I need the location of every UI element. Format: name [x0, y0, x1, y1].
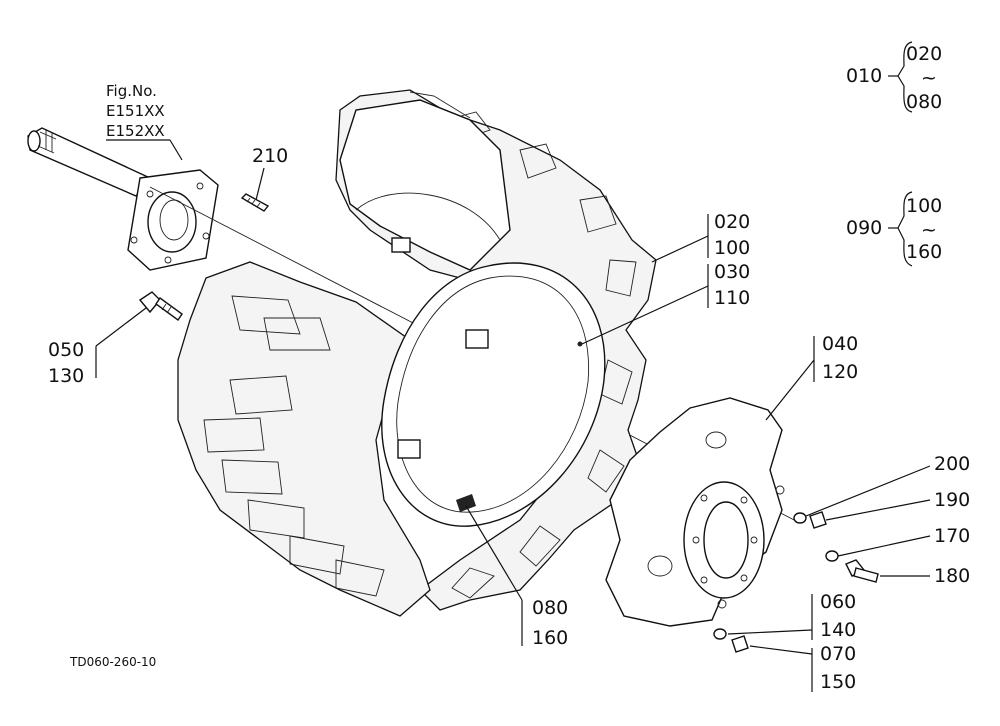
fig-code-2: E152XX	[106, 122, 165, 140]
callout-190: 190	[825, 489, 970, 521]
group-090-tilde: ~	[921, 219, 937, 241]
callout-210: 210	[252, 145, 288, 201]
callout-180: 180	[880, 565, 970, 587]
callout-060-label: 060	[820, 591, 856, 613]
callout-210-label: 210	[252, 145, 288, 167]
group-010-parent: 010	[846, 65, 882, 87]
callout-170: 170	[837, 525, 970, 557]
callout-170-label: 170	[934, 525, 970, 547]
callout-120-label: 120	[822, 361, 858, 383]
callout-070-label: 070	[820, 643, 856, 665]
group-010-from: 020	[906, 43, 942, 65]
callout-200-label: 200	[934, 453, 970, 475]
hardware-right	[713, 511, 879, 653]
group-010: 010 020 ~ 080	[846, 41, 942, 113]
callout-020-label: 020	[714, 211, 750, 233]
callout-050-130: 050 130	[48, 307, 147, 387]
callout-200: 200	[805, 453, 970, 517]
wheel-disc	[605, 397, 785, 627]
callout-180-label: 180	[934, 565, 970, 587]
callout-160-label: 160	[532, 627, 568, 649]
callout-110-label: 110	[714, 287, 750, 309]
group-090-from: 100	[906, 195, 942, 217]
callout-070-150: 070 150	[749, 643, 856, 693]
tyre-front	[177, 261, 431, 617]
wheel-rim	[339, 99, 606, 527]
fig-reference: Fig.No. E151XX E152XX	[106, 82, 183, 161]
callout-080-160: 080 160	[465, 505, 568, 649]
callout-030-label: 030	[714, 261, 750, 283]
callout-030-110: 030 110	[581, 261, 750, 345]
callout-100-label: 100	[714, 237, 750, 259]
group-090-to: 160	[906, 241, 942, 263]
stud-bolt	[240, 193, 270, 212]
group-090-parent: 090	[846, 217, 882, 239]
flange-bolt	[138, 291, 183, 321]
callout-190-label: 190	[934, 489, 970, 511]
callout-080-label: 080	[532, 597, 568, 619]
callout-140-label: 140	[820, 619, 856, 641]
callout-020-100: 020 100	[651, 211, 750, 263]
callout-150-label: 150	[820, 671, 856, 693]
drawing-code: TD060-260-10	[69, 655, 156, 669]
group-010-tilde: ~	[921, 67, 937, 89]
callout-130-label: 130	[48, 365, 84, 387]
callout-060-140: 060 140	[727, 591, 856, 641]
fig-no-label: Fig.No.	[106, 82, 157, 100]
fig-code-1: E151XX	[106, 102, 165, 120]
callout-050-label: 050	[48, 339, 84, 361]
group-090: 090 100 ~ 160	[846, 191, 942, 267]
callout-040-120: 040 120	[765, 333, 858, 421]
group-010-to: 080	[906, 91, 942, 113]
axle-shaft	[27, 127, 152, 197]
hub-flange	[127, 169, 219, 271]
callout-040-label: 040	[822, 333, 858, 355]
